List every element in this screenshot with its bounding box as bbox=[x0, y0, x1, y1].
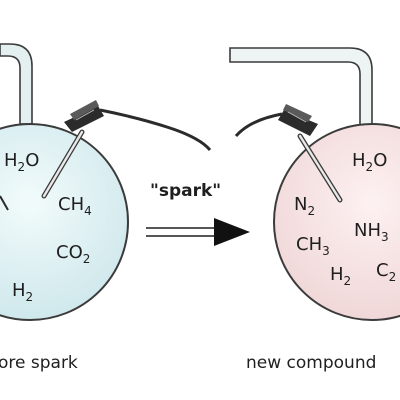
right-caption: new compound bbox=[246, 353, 376, 373]
left-wire bbox=[99, 108, 212, 152]
left-h2-label: H2 bbox=[12, 280, 33, 304]
spark-arrow-label: "spark" bbox=[150, 181, 221, 201]
left-h2o-label: H2O bbox=[4, 150, 39, 174]
left-flask-tube bbox=[0, 43, 33, 125]
right-ch3-label: CH3 bbox=[296, 234, 330, 258]
right-h2o-label: H2O bbox=[352, 150, 387, 174]
left-flask bbox=[0, 43, 212, 321]
right-clip-icon bbox=[278, 104, 318, 136]
reaction-arrow-icon bbox=[146, 218, 250, 246]
right-flask-bulb bbox=[273, 123, 400, 321]
right-h2-label: H2 bbox=[330, 264, 351, 288]
left-electrode bbox=[41, 100, 212, 199]
right-n2-label: N2 bbox=[294, 194, 315, 218]
left-clip-icon bbox=[64, 100, 104, 132]
left-ch4-label: CH4 bbox=[58, 194, 92, 218]
right-wire bbox=[234, 112, 283, 138]
right-electrode bbox=[234, 104, 343, 203]
left-caption: ore spark bbox=[0, 353, 78, 373]
left-co2-label: CO2 bbox=[56, 242, 90, 266]
left-flask-bulb bbox=[0, 123, 129, 321]
right-flask bbox=[229, 47, 400, 321]
left-spark-mark bbox=[0, 195, 9, 211]
right-c2-label: C2 bbox=[376, 260, 396, 284]
right-nh3-label: NH3 bbox=[354, 220, 389, 244]
